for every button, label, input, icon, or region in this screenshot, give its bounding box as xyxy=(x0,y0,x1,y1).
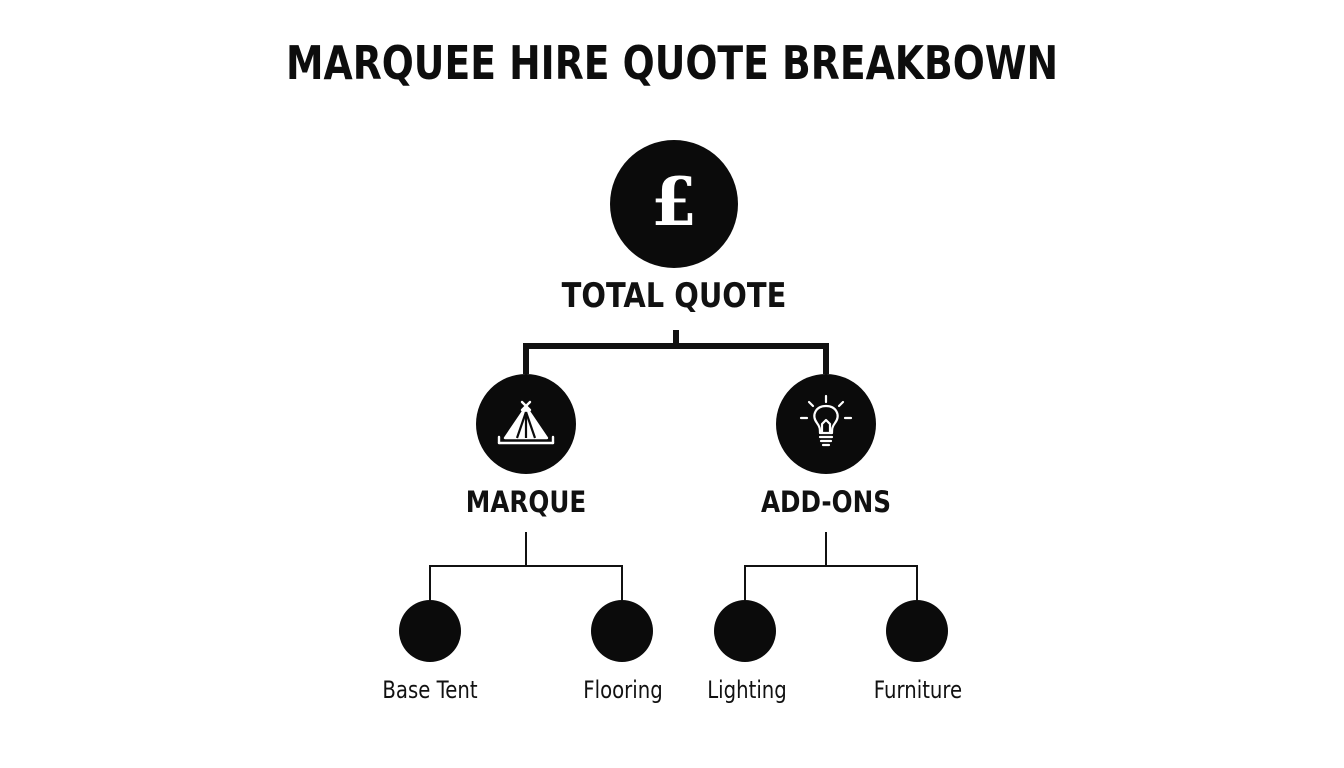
lighting-label: Lighting xyxy=(707,676,787,704)
furniture-node xyxy=(886,600,948,662)
base-tent-node xyxy=(399,600,461,662)
base-tent-label: Base Tent xyxy=(382,676,478,704)
diagram-title: MARQUEE HIRE QUOTE BREAKBOWN xyxy=(285,36,1059,90)
lighting-node xyxy=(714,600,776,662)
furniture-label: Furniture xyxy=(873,676,963,704)
pound-sign-icon: £ xyxy=(651,163,697,241)
total-quote-label: TOTAL QUOTE xyxy=(561,276,787,316)
marque-label: MARQUE xyxy=(465,485,587,519)
addons-label: ADD-ONS xyxy=(760,485,892,519)
addons-node xyxy=(776,374,876,474)
tent-icon xyxy=(495,398,557,450)
flooring-label: Flooring xyxy=(583,676,663,704)
lightbulb-icon xyxy=(793,393,859,455)
flooring-node xyxy=(591,600,653,662)
total-quote-node: £ xyxy=(610,140,738,268)
marque-node xyxy=(476,374,576,474)
